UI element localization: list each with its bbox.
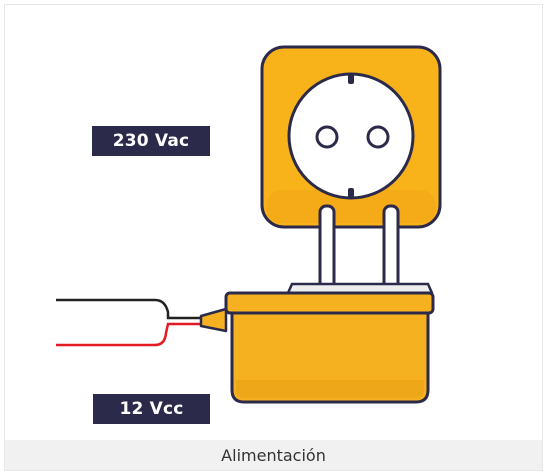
wall-socket-icon [260, 45, 442, 229]
adapter-prongs [318, 204, 400, 294]
power-cable-icon [56, 298, 228, 347]
figure-caption: Alimentación [5, 440, 542, 470]
output-voltage-label: 12 Vcc [93, 394, 210, 424]
input-voltage-label: 230 Vac [92, 126, 210, 156]
power-adapter-icon [224, 282, 435, 404]
power-supply-illustration [56, 45, 442, 404]
